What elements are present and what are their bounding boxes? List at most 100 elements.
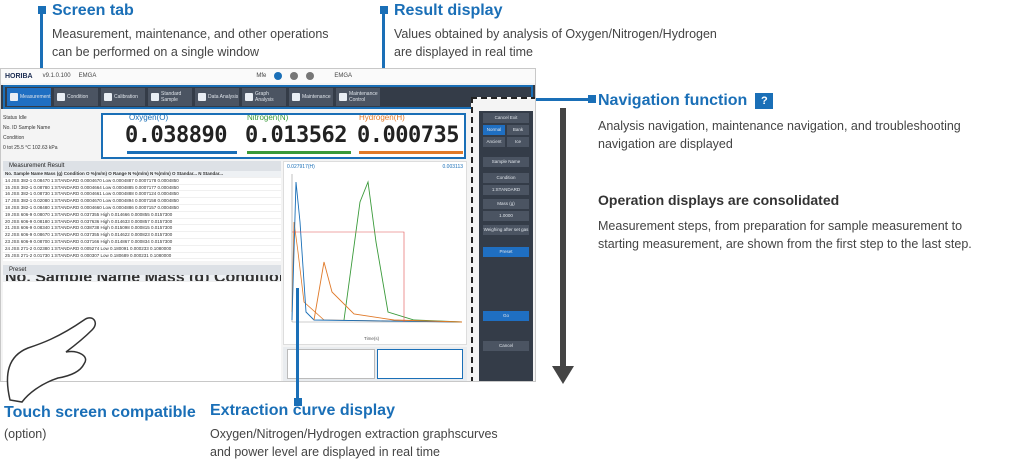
thumbnail-graph[interactable]: [377, 349, 463, 379]
screen-tab-title: Screen tab: [52, 2, 134, 19]
hydrogen-value: 0.000735: [357, 123, 459, 148]
tab-label: Data Analysis: [208, 94, 239, 100]
nav-item-12[interactable]: Go: [483, 311, 529, 321]
thumbnail-condition[interactable]: [287, 349, 375, 379]
result-highlight: [101, 113, 466, 159]
table-title: Measurement Result: [3, 161, 281, 171]
touch-hand-icon: [6, 317, 96, 403]
table-row[interactable]: 25 JSS 271-2 0.01730 1:STANDARD 0.000307…: [3, 253, 281, 260]
settings-icon[interactable]: [290, 72, 299, 80]
model-label: EMGA: [78, 73, 97, 79]
table-row[interactable]: 20 JSS 606-9 0.08180 1:STANDARD 0.037636…: [3, 219, 281, 226]
tab-0[interactable]: Measurement: [7, 88, 51, 106]
nav-item-7[interactable]: 1:STANDARD: [483, 185, 529, 195]
tab-6[interactable]: Maintenance: [289, 88, 333, 106]
result-display-desc-2: are displayed in real time: [394, 45, 533, 59]
annotation-marker: [294, 398, 302, 406]
tab-label: Graph Analysis: [255, 91, 274, 103]
nav-item-5[interactable]: Sample Name: [483, 157, 529, 167]
nitrogen-value: 0.013562: [245, 123, 347, 148]
nav-item-2[interactable]: Bank: [507, 125, 529, 135]
tab-7[interactable]: Maintenance Control: [336, 88, 380, 106]
brand-logo: HORIBA: [5, 72, 33, 80]
status-row: Status Idle: [3, 115, 27, 121]
table-row[interactable]: 15 JSS 382-1 0.08780 1:STANDARD 0.000466…: [3, 185, 281, 192]
oxygen-value: 0.038890: [125, 123, 227, 148]
tab-icon: [198, 93, 206, 101]
annotation-marker: [38, 6, 46, 14]
chart-value-left: 0.027917(H): [287, 164, 315, 170]
nav-item-9[interactable]: 1.0000: [483, 211, 529, 221]
sample-row: No. ID Sample Name: [3, 125, 51, 131]
tab-icon: [10, 93, 18, 101]
tab-2[interactable]: Calibration: [101, 88, 145, 106]
result-display-leader: [382, 14, 385, 112]
power-curve: [313, 261, 463, 323]
hydrogen-bar: [359, 151, 463, 154]
navigation-desc-1: Analysis navigation, maintenance navigat…: [598, 119, 961, 133]
table-row[interactable]: 19 JSS 606-9 0.08070 1:STANDARD 0.037355…: [3, 212, 281, 219]
hydrogen-label: Hydrogen(H): [359, 113, 405, 122]
table-row[interactable]: 22 JSS 606-9 0.08670 1:STANDARD 0.037355…: [3, 232, 281, 239]
consolidated-desc-2: starting measurement, are shown from the…: [598, 237, 972, 251]
hydrogen-curve: [291, 221, 463, 323]
oxygen-curve: [291, 181, 463, 323]
nav-item-4[interactable]: Ice: [507, 137, 529, 147]
tab-label: Measurement: [20, 94, 51, 100]
preset-header: No. Sample Name Mass (g) Condition O Sta…: [3, 275, 281, 282]
help-icon[interactable]: [306, 72, 315, 80]
table-row[interactable]: 16 JSS 382-1 0.08730 1:STANDARD 0.000466…: [3, 191, 281, 199]
screen-tab-leader: [40, 14, 43, 84]
result-display: Oxygen(O) Nitrogen(N) Hydrogen(H) 0.0388…: [101, 113, 466, 159]
progress-arrow-head: [552, 366, 574, 384]
navigation-desc-2: navigation are displayed: [598, 137, 733, 151]
table-row[interactable]: 23 JSS 606-9 0.08700 1:STANDARD 0.037166…: [3, 239, 281, 246]
nav-item-10[interactable]: Weighing after set gas: [483, 225, 529, 235]
table-row[interactable]: 18 JSS 382-1 0.08480 1:STANDARD 0.000466…: [3, 205, 281, 212]
nitrogen-curve: [343, 180, 463, 323]
extraction-curve-chart: 0.027917(H) 0.003113 Time(s): [283, 161, 467, 345]
tab-icon: [339, 93, 347, 101]
table-row[interactable]: 24 JSS 271-2 0.02380 1:STANDARD 0.005274…: [3, 246, 281, 253]
nav-item-6[interactable]: Condition: [483, 173, 529, 183]
status-controls: Status Idle No. ID Sample Name Condition…: [3, 113, 99, 153]
nav-item-11[interactable]: Preset: [483, 247, 529, 257]
tab-icon: [292, 93, 300, 101]
nav-item-13[interactable]: Cancel: [483, 341, 529, 351]
annotation-marker: [588, 95, 596, 103]
nav-item-8[interactable]: Mass (g): [483, 199, 529, 209]
table-row[interactable]: 21 JSS 606-9 0.08340 1:STANDARD 0.038738…: [3, 225, 281, 233]
x-axis-label: Time(s): [364, 336, 380, 341]
tab-highlight: [3, 85, 533, 109]
table-row[interactable]: 17 JSS 382-1 0.02080 1:STANDARD 0.000467…: [3, 198, 281, 205]
info-icon[interactable]: [274, 72, 283, 80]
tab-4[interactable]: Data Analysis: [195, 88, 239, 106]
tab-icon: [57, 93, 65, 101]
extraction-desc-1: Oxygen/Nitrogen/Hydrogen extraction grap…: [210, 427, 498, 441]
extraction-leader: [296, 288, 299, 400]
tab-3[interactable]: Standard Sample: [148, 88, 192, 106]
nav-item-0[interactable]: Cancel Exit: [483, 113, 529, 123]
tab-1[interactable]: Condition: [54, 88, 98, 106]
tab-icon: [104, 93, 112, 101]
oxygen-label: Oxygen(O): [129, 113, 169, 122]
tab-icon: [151, 93, 159, 101]
tab-label: Calibration: [114, 94, 138, 100]
navigation-title-text: Navigation function: [598, 92, 748, 109]
result-display-desc-1: Values obtained by analysis of Oxygen/Ni…: [394, 27, 717, 41]
environment-row: 0 tot 25.5 °C 102.63 kPa: [3, 145, 58, 151]
consolidated-desc-1: Measurement steps, from preparation for …: [598, 219, 963, 233]
preset-title: Preset: [3, 265, 281, 275]
result-display-title: Result display: [394, 2, 503, 19]
nitrogen-bar: [247, 151, 351, 154]
nav-item-3[interactable]: Ancient: [483, 137, 505, 147]
nav-item-1[interactable]: Normal: [483, 125, 505, 135]
table-row[interactable]: 14 JSS 382-1 0.08470 1:STANDARD 0.000467…: [3, 178, 281, 185]
tab-5[interactable]: Graph Analysis: [242, 88, 286, 106]
measurement-result-table: Measurement Result No. Sample Name Mass …: [3, 161, 281, 261]
tab-icon: [245, 93, 253, 101]
table-header: No. Sample Name Mass (g) Condition O %(m…: [3, 171, 281, 178]
tab-label: Condition: [67, 94, 89, 100]
